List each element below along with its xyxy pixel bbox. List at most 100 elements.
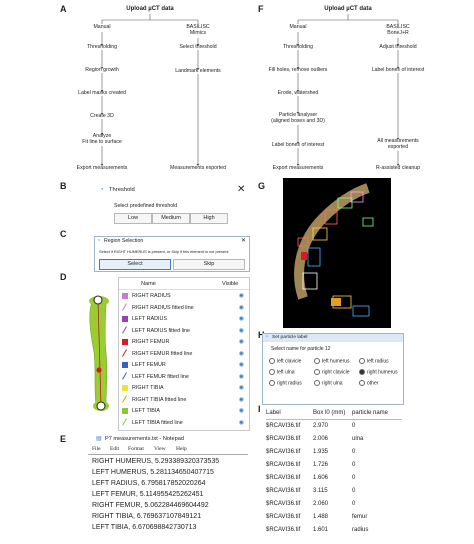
layer-item[interactable]: LEFT RADIUS fitted line ◉ [119,326,249,337]
close-icon[interactable]: ✕ [237,184,246,195]
flow-a-basilisc-head: BASILISC Mimics [186,24,210,36]
flowchart-connectors [100,14,400,166]
particle-option[interactable]: right ulna [314,380,343,387]
layer-item-label: LEFT RADIUS fitted line [132,327,191,334]
region-title: Region Selection [104,238,144,244]
radio-icon[interactable] [269,369,275,375]
layer-item[interactable]: LEFT FEMUR fitted line◉ [119,372,249,383]
layer-item[interactable]: RIGHT RADIUS ◉ [119,291,249,302]
particle-option[interactable]: left clavicle [269,358,301,365]
layer-item-label: RIGHT FEMUR [132,339,170,345]
radio-icon[interactable] [314,380,320,386]
notepad-title: P7 measurements.txt - Notepad [105,436,184,442]
fitted-line-icon [122,304,128,310]
visibility-eye-icon[interactable]: ◉ [238,373,244,380]
visibility-eye-icon[interactable]: ◉ [238,304,244,311]
panel-label-d: D [60,272,67,282]
header-box-l0[interactable]: Box l0 (mm) [313,410,346,416]
layer-item-label: RIGHT FEMUR fitted line [132,350,193,357]
radio-icon[interactable] [359,380,365,386]
panel-label-i: I [258,404,261,414]
color-swatch-icon [122,407,128,414]
header-label[interactable]: Label [266,410,281,416]
particle-option[interactable]: left radius [359,358,389,365]
visibility-eye-icon[interactable]: ◉ [238,339,244,345]
visibility-eye-icon[interactable]: ◉ [238,362,244,368]
layer-item[interactable]: RIGHT FEMUR ◉ [119,337,249,348]
radio-icon[interactable] [314,369,320,375]
visibility-eye-icon[interactable]: ◉ [238,408,244,414]
radio-icon[interactable] [359,369,365,375]
table-cell: $RCAVI36.tif [266,462,301,468]
visibility-eye-icon[interactable]: ◉ [238,293,244,299]
particle-option[interactable]: right humerus [359,369,398,376]
layer-item[interactable]: LEFT RADIUS◉ [119,314,249,325]
medium-button[interactable]: Medium [152,213,190,224]
particle-option-label: left clavicle [277,358,302,365]
layer-item[interactable]: RIGHT RADIUS fitted line◉ [119,303,249,314]
table-cell: 0 [352,501,356,507]
panel-label-a: A [60,4,67,14]
layer-item-label: LEFT FEMUR [132,362,166,368]
menu-help[interactable]: Help [176,446,187,452]
region-app-icon: ◔ [97,238,101,244]
layer-item[interactable]: LEFT TIBIA fitted line ◉ [119,418,249,429]
menu-edit[interactable]: Edit [110,446,120,452]
radio-icon[interactable] [359,358,365,364]
layer-item[interactable]: LEFT FEMUR ◉ [119,360,249,371]
visibility-eye-icon[interactable]: ◉ [238,385,244,391]
visibility-eye-icon[interactable]: ◉ [238,327,244,334]
header-particle-name[interactable]: particle name [352,410,389,416]
menu-view[interactable]: View [154,446,166,452]
flow-f-step: Thresholding [283,44,313,50]
particle-option[interactable]: other [359,380,378,387]
layer-col-name: Name [141,281,156,287]
layer-item[interactable]: LEFT TIBIA◉ [119,406,249,417]
panel-label-h: H [258,330,265,340]
panel-label-b: B [60,181,67,191]
menu-format[interactable]: Format [128,446,144,452]
flow-a-step: Select threshold [179,44,217,50]
visibility-eye-icon[interactable]: ◉ [238,316,244,322]
threshold-app-icon: ◔ [100,187,104,193]
particle-app-icon: ◔ [265,334,269,340]
panel-label-e: E [60,434,67,444]
layer-item[interactable]: RIGHT FEMUR fitted line ◉ [119,349,249,360]
visibility-eye-icon[interactable]: ◉ [238,396,244,403]
radio-icon[interactable] [269,380,275,386]
radio-icon[interactable] [269,358,275,364]
low-button[interactable]: Low [114,213,152,224]
notepad-menubar: File Edit Format View Help [88,446,248,454]
layer-item[interactable]: RIGHT TIBIA◉ [119,383,249,394]
high-button[interactable]: High [190,213,228,224]
layer-item-label: LEFT TIBIA fitted line [132,419,183,426]
flow-a-title: Upload µCT data [126,6,174,12]
visibility-eye-icon[interactable]: ◉ [238,350,244,357]
select-button[interactable]: Select [99,259,171,270]
skip-button[interactable]: Skip [173,259,245,270]
table-cell: 0 [352,423,356,429]
visibility-eye-icon[interactable]: ◉ [238,419,244,426]
table-cell: 1.488 [313,514,329,520]
layer-item-label: RIGHT RADIUS [132,293,171,299]
menu-file[interactable]: File [92,446,101,452]
table-cell: $RCAVI36.tif [266,423,301,429]
particle-option[interactable]: right radius [269,380,302,387]
fitted-line-icon [122,373,128,379]
layer-item[interactable]: RIGHT TIBIA fitted line◉ [119,395,249,406]
particle-option[interactable]: left ulna [269,369,295,376]
table-cell: 1.935 [313,449,329,455]
particle-option[interactable]: left humerus [314,358,350,365]
radio-icon[interactable] [314,358,320,364]
particle-option[interactable]: right clavicle [314,369,350,376]
close-icon[interactable]: ✕ [241,238,247,244]
